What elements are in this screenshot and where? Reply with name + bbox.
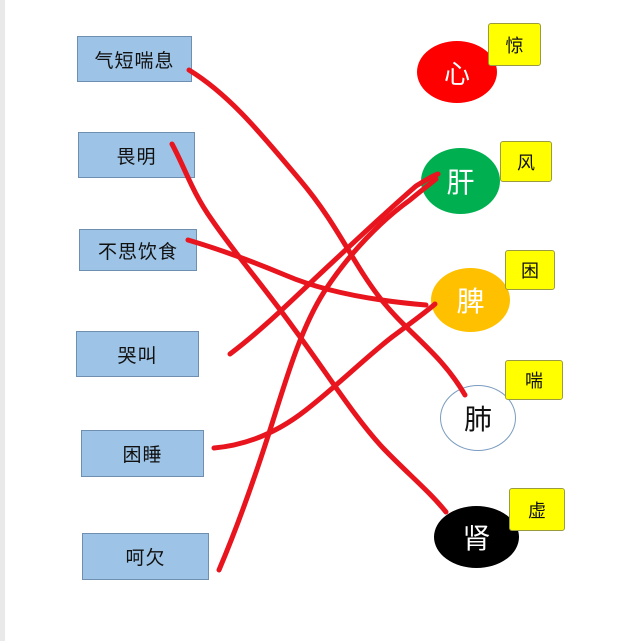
organ-label: 肺: [463, 403, 492, 436]
connector-line-weiming-to-kidney: [169, 141, 449, 515]
organ-tag-heart: 惊: [488, 23, 541, 66]
symptom-label: 畏明: [116, 145, 157, 168]
organ-circle-lung[interactable]: 肺: [440, 385, 516, 451]
organ-tag-kidney: 虚: [509, 488, 565, 531]
organ-label: 肝: [446, 166, 475, 199]
organ-circle-kidney[interactable]: 肾: [434, 506, 519, 568]
symptom-box-kunshui[interactable]: 困睡: [81, 430, 204, 477]
left-edge-strip: [0, 0, 5, 641]
tag-label: 虚: [528, 500, 546, 522]
connector-line-busi-to-spleen: [185, 237, 429, 308]
symptom-label: 哭叫: [117, 344, 158, 367]
tag-label: 喘: [525, 371, 543, 392]
tag-label: 困: [521, 261, 539, 282]
organ-tag-lung: 喘: [505, 360, 563, 400]
organ-label: 脾: [456, 285, 485, 318]
organ-label: 肾: [462, 522, 491, 555]
connector-line-kunshui-to-spleen: [211, 301, 438, 451]
symptom-label: 气短喘息: [94, 49, 175, 72]
symptom-box-kujiao[interactable]: 哭叫: [76, 331, 199, 377]
organ-tag-liver: 风: [500, 141, 552, 182]
symptom-label: 呵欠: [125, 547, 166, 569]
tag-label: 惊: [505, 35, 524, 57]
organ-tag-spleen: 困: [505, 250, 555, 290]
tag-label: 风: [517, 152, 535, 174]
connector-line-qiduan-to-lung: [186, 67, 468, 398]
organ-circle-spleen[interactable]: 脾: [431, 268, 510, 332]
symptom-label: 不思饮食: [97, 240, 178, 263]
connector-line-hemian-to-liver: [216, 176, 439, 573]
symptom-label: 困睡: [122, 444, 163, 466]
organ-circle-heart[interactable]: 心: [417, 41, 497, 103]
symptom-box-hemian[interactable]: 呵欠: [82, 533, 209, 580]
symptom-box-busi-yinshi[interactable]: 不思饮食: [79, 229, 197, 271]
connector-line-kujiao-to-liver: [227, 171, 441, 357]
organ-label: 心: [443, 59, 470, 90]
symptom-box-qiduan-chuanxi[interactable]: 气短喘息: [77, 36, 192, 82]
